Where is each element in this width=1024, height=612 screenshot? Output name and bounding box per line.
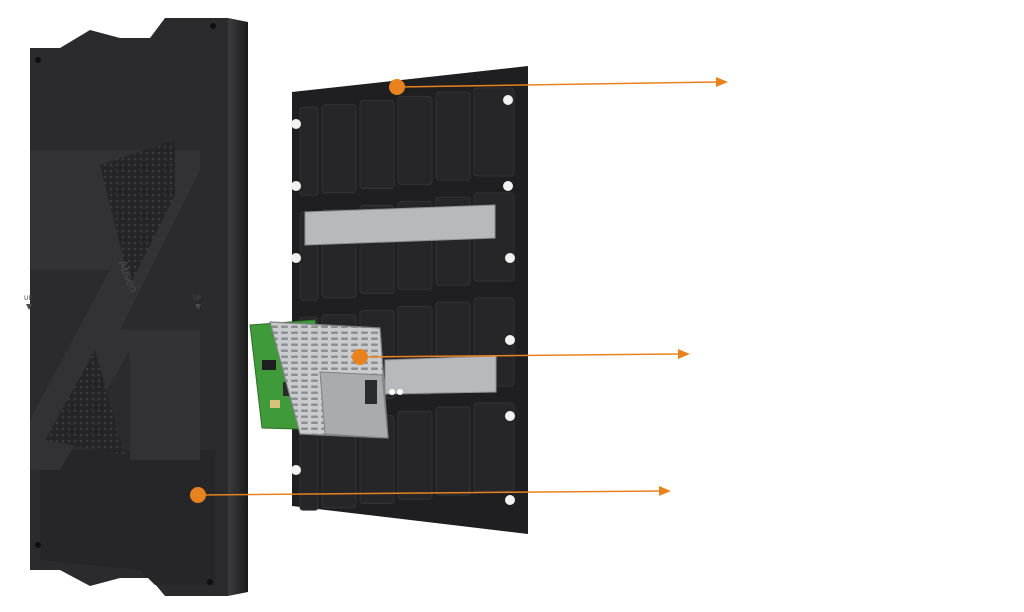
rear-housing: Absen UP UP	[24, 18, 248, 596]
panel-cell	[299, 421, 319, 511]
lower-mounting-bracket	[384, 355, 497, 395]
housing-up-marker-left: UP	[24, 295, 32, 310]
pcb-component	[270, 400, 280, 408]
psu-connector-port	[389, 389, 395, 395]
housing-up-marker-right: UP	[193, 295, 201, 310]
panel-mounting-pin	[291, 181, 301, 191]
callout-led-module	[389, 77, 728, 95]
panel-mounting-pin	[291, 119, 301, 129]
psu-connector	[365, 380, 377, 404]
panel-mounting-pin	[503, 95, 513, 105]
housing-screw-hole	[35, 57, 41, 63]
housing-screw-hole	[35, 542, 41, 548]
panel-mounting-pin	[505, 253, 515, 263]
panel-cell	[321, 104, 357, 194]
panel-cell	[435, 406, 471, 496]
panel-mounting-pin	[505, 411, 515, 421]
housing-upper-mesh	[100, 140, 175, 285]
top-mounting-bracket	[304, 204, 496, 246]
panel-cell	[473, 402, 515, 492]
housing-screw-hole	[210, 23, 216, 29]
panel-cell	[299, 106, 319, 196]
housing-lower-mesh	[45, 350, 125, 455]
panel-mounting-pin	[291, 253, 301, 263]
housing-screw-hole	[207, 579, 213, 585]
panel-cell	[473, 87, 515, 177]
pcb-component	[262, 360, 276, 370]
panel-cell	[397, 410, 433, 500]
housing-lower-panel	[40, 450, 215, 585]
callout-rear-housing	[190, 486, 671, 503]
housing-side-edge	[228, 18, 248, 596]
psu-top-plate	[319, 371, 389, 439]
panel-mounting-pin	[505, 335, 515, 345]
callout-power-control-unit	[352, 349, 690, 365]
panel-cell	[397, 95, 433, 185]
panel-cell	[435, 91, 471, 181]
panel-mounting-pin	[291, 465, 301, 475]
svg-text:UP: UP	[24, 295, 32, 302]
led-module-panel	[291, 66, 528, 534]
svg-text:UP: UP	[193, 295, 201, 302]
panel-cell	[359, 100, 395, 190]
power-control-unit	[249, 319, 403, 439]
psu-connector-port	[397, 389, 403, 395]
panel-mounting-pin	[505, 495, 515, 505]
panel-mounting-pin	[503, 181, 513, 191]
